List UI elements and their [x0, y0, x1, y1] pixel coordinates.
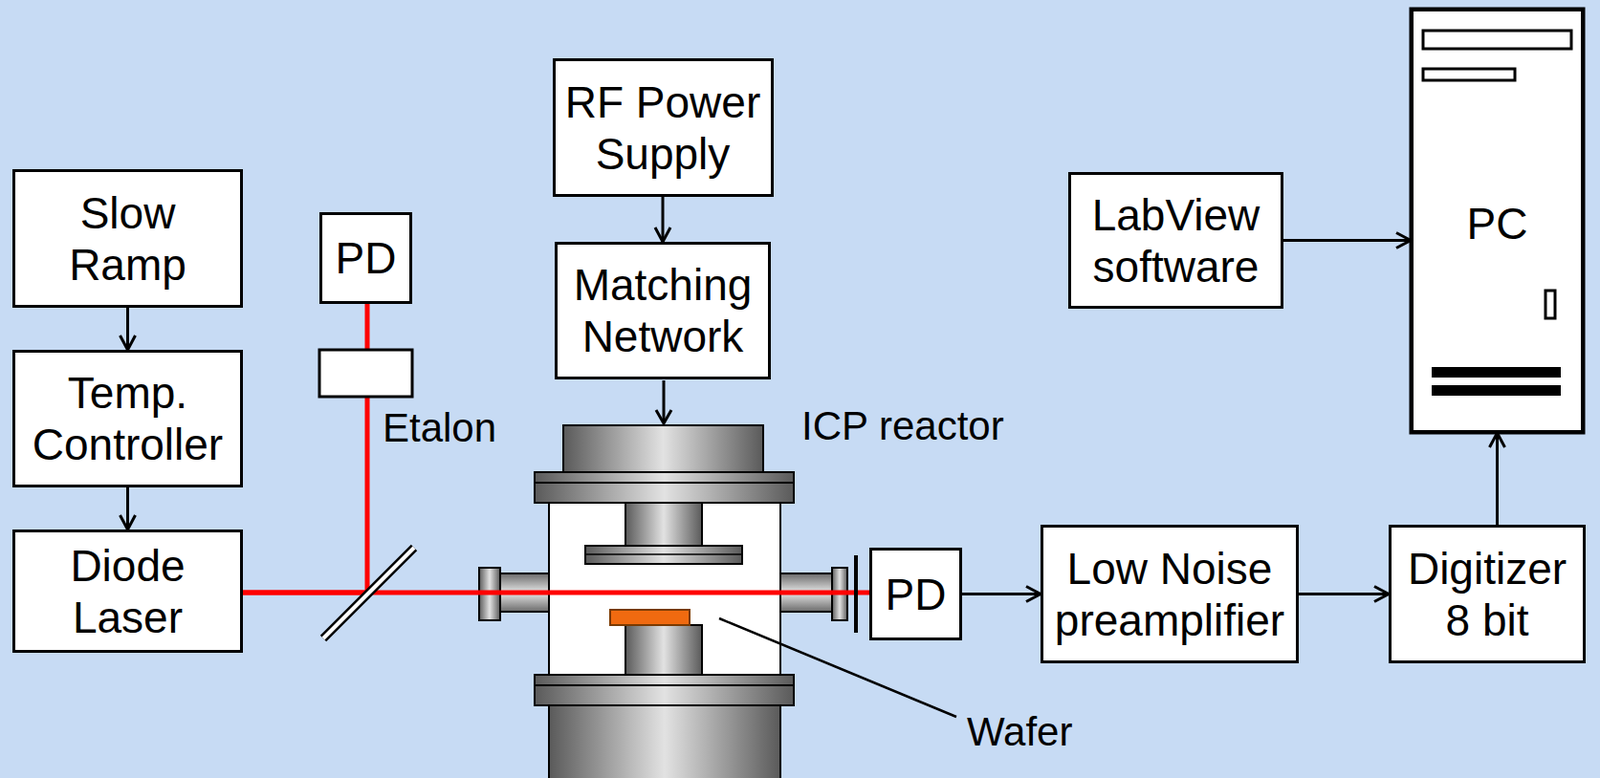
laser-beam-line — [242, 591, 870, 596]
electrode-stem — [625, 503, 702, 547]
arrowhead — [120, 335, 136, 351]
reactor-flange — [534, 472, 794, 504]
power-button — [1545, 290, 1556, 319]
reactor-body — [548, 503, 781, 676]
reactor-top — [563, 425, 764, 473]
laser-beam — [242, 592, 870, 594]
drive-slot — [1423, 68, 1515, 81]
flange-line — [534, 684, 794, 687]
signal-arrow — [120, 307, 136, 351]
process-box: Digitizer 8 bit — [1388, 525, 1586, 664]
node-text: PD — [885, 569, 947, 621]
node-text: PD — [335, 232, 397, 285]
node-text: Temp. Controller — [22, 367, 234, 471]
process-box: RF Power Supply — [552, 58, 774, 198]
arrowhead — [1026, 587, 1041, 603]
photodiode-box: PD — [319, 212, 413, 305]
node-text: Slow Ramp — [32, 187, 224, 291]
node-text: Digitizer 8 bit — [1396, 543, 1579, 647]
process-box: Slow Ramp — [12, 169, 243, 308]
process-box: Low Noise preamplifier — [1040, 525, 1299, 664]
etalon — [319, 350, 413, 397]
software-box: LabView software — [1068, 172, 1284, 309]
laser-box: Diode Laser — [12, 529, 243, 654]
signal-arrow-line — [1298, 592, 1389, 596]
signal-arrow — [655, 197, 671, 242]
node-text: RF Power Supply — [560, 76, 767, 180]
node-text: Low Noise preamplifier — [1050, 543, 1290, 647]
signal-arrow — [1298, 587, 1389, 603]
wafer — [610, 610, 690, 626]
component-label: Etalon — [382, 405, 497, 452]
process-box: Matching Network — [554, 241, 771, 380]
callout-label: Wafer — [966, 709, 1073, 756]
laser-beam — [242, 304, 368, 593]
signal-arrow-line — [1495, 433, 1499, 526]
photodiode-box: PD — [869, 547, 963, 641]
node-text: Diode Laser — [32, 540, 224, 644]
electrode-plate — [585, 546, 743, 565]
reactor-flange — [534, 675, 794, 706]
arrowhead — [120, 515, 136, 530]
window — [854, 555, 858, 634]
chuck-stem — [625, 625, 702, 676]
rf-feed-arrow — [662, 380, 666, 424]
node-text: LabView software — [1080, 189, 1272, 293]
reactor-base — [548, 705, 781, 778]
signal-arrow-line — [126, 307, 130, 351]
component-label: ICP reactor — [801, 403, 1005, 450]
signal-arrow — [120, 487, 136, 530]
signal-arrow — [1283, 233, 1411, 249]
node-text: Matching Network — [567, 259, 759, 363]
flange-line — [534, 482, 794, 484]
plate-line — [585, 553, 743, 556]
signal-arrow — [1490, 433, 1506, 526]
process-box: Temp. Controller — [12, 350, 243, 488]
beam-splitter — [323, 547, 415, 639]
pc-tower — [1410, 8, 1584, 434]
computer-tower: PC — [1410, 8, 1584, 434]
node-text: PC — [1467, 197, 1529, 250]
drive-slot — [1423, 30, 1572, 49]
arrowhead — [655, 227, 671, 242]
arrowhead — [1490, 433, 1506, 448]
vent-bar — [1431, 385, 1561, 396]
rf-feed-arrowhead — [656, 410, 672, 424]
signal-arrow-line — [1283, 239, 1411, 242]
signal-arrow — [962, 587, 1041, 603]
signal-arrow-line — [661, 197, 665, 242]
vent-bar — [1431, 367, 1561, 378]
signal-arrow-line — [962, 592, 1041, 596]
arrowhead — [1374, 587, 1389, 603]
signal-arrow-line — [126, 487, 130, 530]
laser-beam-line — [242, 304, 368, 593]
arrowhead — [1396, 233, 1411, 249]
beam-splitter — [323, 547, 415, 639]
